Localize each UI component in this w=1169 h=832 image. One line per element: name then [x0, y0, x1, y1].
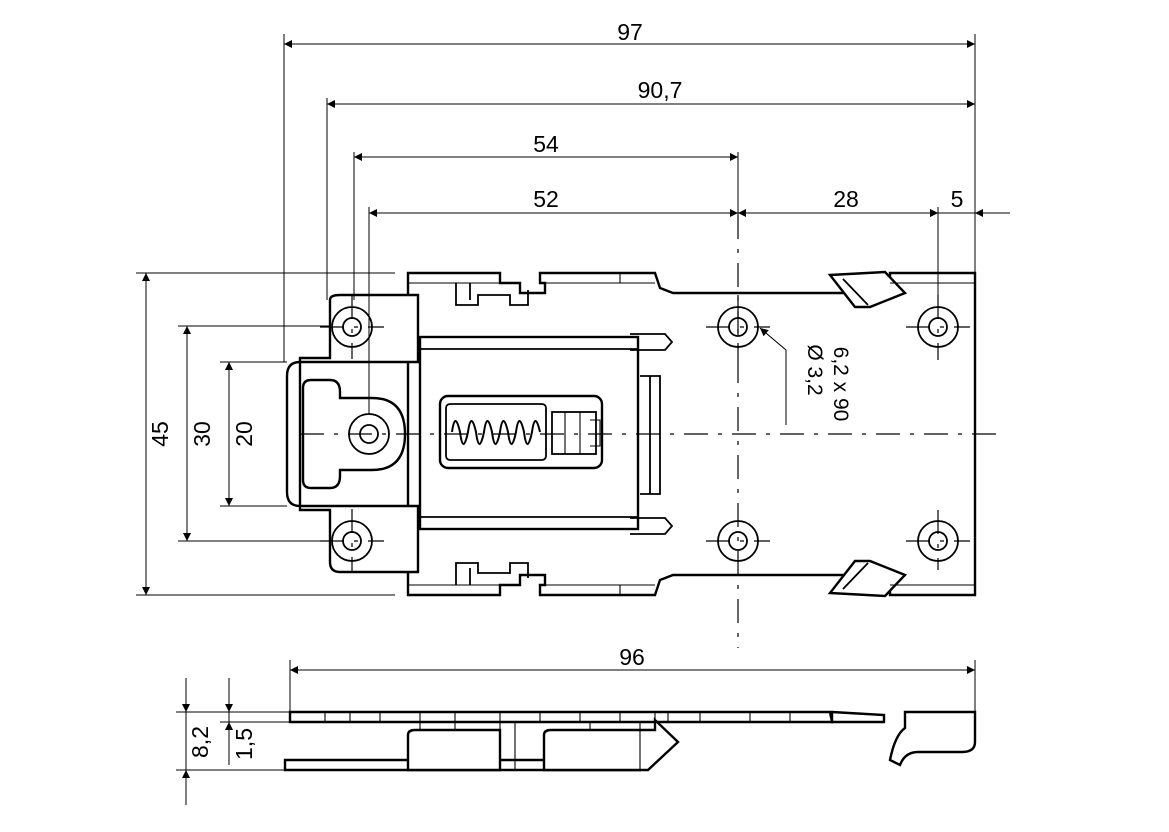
spring-coil	[451, 420, 541, 445]
dim-label-97: 97	[617, 19, 643, 45]
dim-label-1-5: 1,5	[231, 728, 257, 760]
top-clip	[455, 283, 529, 306]
rail-hook-bottom	[827, 559, 908, 598]
spring-housing	[438, 394, 604, 470]
vertical-dimensions: 45 30 20	[142, 273, 257, 595]
side-view: 96 8,2 1,5	[176, 644, 977, 805]
rail-hook-top	[827, 270, 908, 309]
dim-label-30: 30	[189, 421, 215, 447]
extension-lines	[136, 34, 976, 596]
side-slider-left	[406, 728, 502, 772]
side-base-plate	[288, 710, 834, 724]
side-slider-right	[542, 717, 680, 772]
dim-label-45: 45	[147, 421, 173, 447]
dim-label-52: 52	[533, 186, 559, 212]
horizontal-dimensions: 97 90,7 54 52 28 5	[284, 19, 1010, 217]
spring-window	[445, 403, 547, 461]
dim-label-20: 20	[231, 421, 257, 447]
dim-label-90-7: 90,7	[638, 77, 683, 103]
spring-slider-block	[551, 411, 597, 455]
bottom-clip	[455, 562, 529, 585]
side-hook-right	[888, 710, 977, 767]
top-view: 97 90,7 54 52 28 5 45 30 20 6,	[136, 19, 1010, 648]
hole-note-line1: 6,2 x 90	[829, 347, 852, 422]
dim-label-54: 54	[533, 131, 559, 157]
hole-callout: 6,2 x 90 Ø 3,2	[759, 327, 852, 425]
dim-label-28: 28	[833, 186, 859, 212]
slider-rails	[420, 348, 661, 518]
callout-leader	[759, 327, 787, 425]
dim-label-8-2: 8,2	[187, 726, 213, 758]
dim-label-5: 5	[951, 186, 964, 212]
dim-label-96: 96	[619, 644, 645, 670]
hole-note-line2: Ø 3,2	[803, 344, 826, 395]
